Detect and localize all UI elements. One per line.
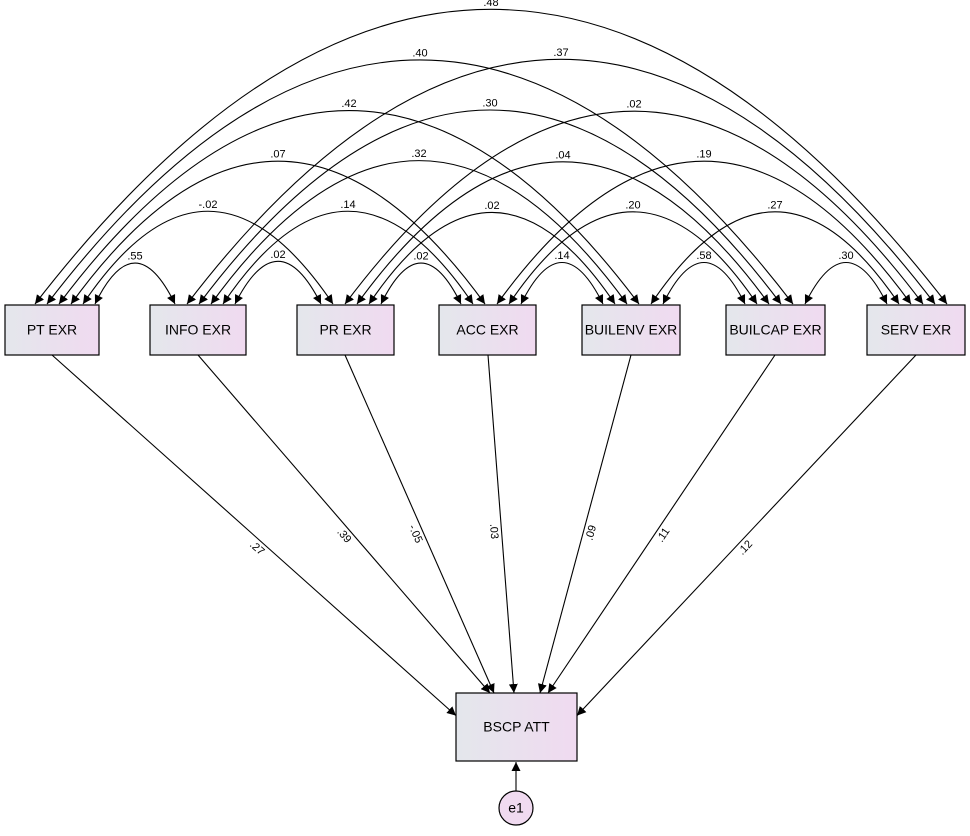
node-info-box (149, 304, 247, 356)
cov-pr-builenv-label: .02 (484, 200, 499, 212)
cov-pt-pr-label: -.02 (199, 199, 218, 211)
covariance-layer: .55 -.02 .07 .42 .40 .48 .02 .14 .32 .30 .37 .02 .02… (34, 0, 948, 305)
cov-pr-builenv-arc (368, 211, 616, 305)
cov-builenv-serv-arc (650, 211, 900, 305)
cov-pt-builenv-arc (58, 110, 640, 305)
cov-pt-info-arc (94, 262, 176, 305)
path-serv-bscp-label: .12 (736, 538, 755, 557)
path-pt-bscp-label: .27 (247, 539, 266, 558)
cov-acc-builcap-label: .20 (625, 199, 640, 211)
cov-pt-builcap-arc (46, 59, 794, 305)
node-builenv-label: BUILENV EXR (585, 322, 678, 338)
cov-builcap-serv-label: .30 (838, 250, 853, 262)
cov-acc-builcap-arc (508, 211, 758, 305)
cov-pr-acc-arc (380, 262, 462, 305)
path-builcap-bscp-line (547, 354, 776, 694)
cov-pr-acc-label: .02 (413, 251, 428, 263)
cov-info-serv-arc (186, 59, 936, 305)
node-pr-box (296, 304, 395, 356)
node-layer: e1 PT EXR INFO EXR PR EXR ACC EXR BUILENV EXR… (4, 304, 966, 826)
node-pt-label: PT EXR (27, 322, 77, 338)
cov-info-pr-arc (234, 260, 322, 305)
regression-path-layer: .27 .39 -.05 .03 .09 .11 .12 (51, 354, 917, 791)
path-pr-bscp-line (344, 354, 495, 694)
cov-builenv-serv-label: .27 (767, 199, 782, 211)
node-acc-box (438, 304, 537, 356)
path-builcap-bscp-label: .11 (655, 526, 673, 545)
cov-builenv-builcap-arc (662, 262, 746, 305)
node-builenv-box (581, 304, 681, 356)
node-info-label: INFO EXR (165, 322, 231, 338)
path-pr-bscp-label: -.05 (406, 523, 425, 545)
outcome-bscp-label: BSCP ATT (483, 719, 550, 735)
cov-info-builenv-label: .32 (411, 148, 426, 160)
node-pr-label: PR EXR (319, 322, 371, 338)
cov-pt-serv-arc (34, 9, 948, 305)
path-builenv-bscp-line (537, 354, 632, 694)
cov-pr-builcap-arc (356, 161, 770, 305)
cov-pr-builcap-label: .04 (555, 149, 570, 161)
path-info-bscp-label: .39 (334, 526, 353, 545)
cov-acc-builenv-arc (520, 262, 604, 305)
cov-pt-builcap-label: .40 (412, 47, 427, 59)
cov-acc-serv-arc (496, 160, 912, 305)
node-serv-label: SERV EXR (881, 322, 952, 338)
node-acc-label: ACC EXR (456, 322, 518, 338)
node-builcap-box (725, 304, 826, 356)
cov-info-acc-label: .14 (340, 199, 355, 211)
cov-pt-pr-arc (82, 210, 334, 305)
cov-pt-acc-arc (70, 160, 486, 305)
outcome-bscp-box (455, 692, 578, 762)
path-pt-bscp-line (51, 354, 457, 717)
cov-builenv-builcap-label: .58 (696, 250, 711, 262)
cov-acc-serv-label: .19 (696, 149, 711, 161)
cov-pr-serv-label: .02 (626, 99, 641, 111)
node-pt-box (4, 304, 100, 356)
cov-info-pr-label: .02 (270, 249, 285, 261)
cov-builcap-serv-arc (804, 262, 888, 305)
path-builenv-bscp-label: .09 (584, 524, 600, 542)
cov-pt-acc-label: .07 (270, 149, 285, 161)
path-info-bscp-line (197, 354, 491, 694)
cov-info-acc-arc (222, 210, 474, 305)
cov-pr-serv-arc (344, 110, 924, 305)
cov-pt-builenv-label: .42 (341, 98, 356, 110)
cov-pt-serv-label: .48 (483, 0, 498, 9)
cov-info-builenv-arc (210, 160, 628, 305)
cov-pt-info-label: .55 (127, 251, 142, 263)
cov-info-builcap-label: .30 (482, 97, 497, 109)
cov-info-serv-label: .37 (553, 47, 568, 59)
node-serv-box (866, 304, 966, 356)
error-term-e1 (498, 790, 534, 826)
node-builcap-label: BUILCAP EXR (729, 322, 821, 338)
cov-acc-builenv-label: .14 (554, 250, 569, 262)
path-acc-bscp-line (487, 354, 518, 694)
error-term-label: e1 (508, 800, 524, 816)
path-serv-bscp-line (576, 354, 917, 716)
path-acc-bscp-label: .03 (487, 523, 500, 539)
cov-info-builcap-arc (198, 109, 782, 305)
